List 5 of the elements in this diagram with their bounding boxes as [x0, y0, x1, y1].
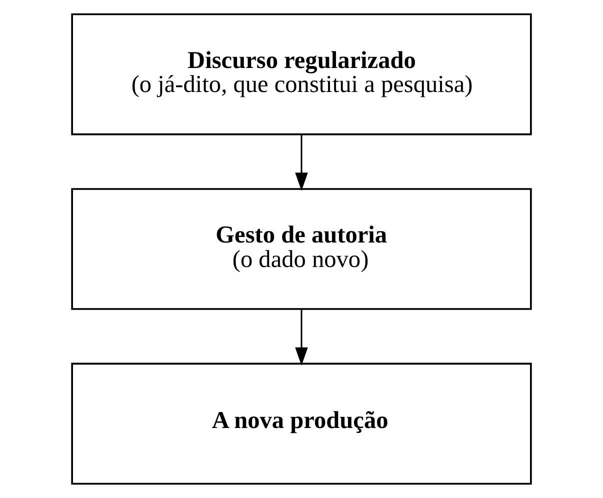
node-box: A nova produção	[71, 362, 532, 485]
node-box: Discurso regularizado (o já-dito, que constitui a pesquisa)	[71, 13, 532, 136]
arrow	[295, 134, 308, 191]
arrow	[295, 309, 308, 366]
node-box: Gesto de autoria (o dado novo)	[71, 188, 532, 310]
